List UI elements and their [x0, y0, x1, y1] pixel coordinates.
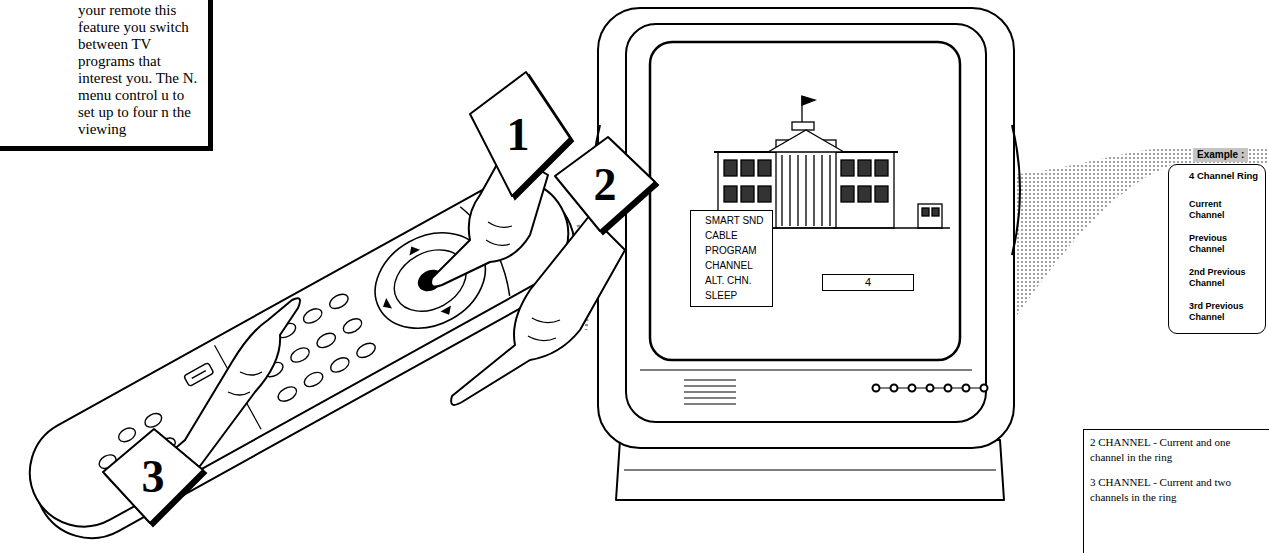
white-house-part — [741, 160, 754, 176]
white-house-part — [918, 204, 942, 228]
remote-control-part — [301, 306, 324, 326]
onscreen-menu: SMART SNDCABLEPROGRAMCHANNELALT. CHN.SLE… — [690, 210, 773, 307]
remote-control-part — [380, 298, 392, 312]
panel-heading: Example : — [1193, 148, 1248, 162]
menu-item: CABLE — [705, 228, 764, 243]
tv-set-part — [873, 385, 880, 392]
menu-item: PROGRAM — [705, 243, 764, 258]
white-house-part — [782, 155, 830, 226]
tv-set-part — [626, 24, 986, 422]
instruction-text: your remote this feature you switch betw… — [78, 2, 202, 138]
white-house-part — [858, 186, 871, 202]
white-house-part — [724, 160, 737, 176]
example-panel: Example :4 Channel RingCurrent ChannelPr… — [1168, 164, 1266, 334]
white-house-part — [922, 208, 929, 216]
tv-set-part — [945, 385, 952, 392]
white-house-part — [875, 186, 888, 202]
white-house-part — [932, 208, 939, 216]
white-house — [700, 96, 950, 228]
tv-set-part — [1012, 125, 1020, 255]
callout-number: 1 — [507, 108, 530, 161]
white-house-part — [841, 160, 854, 176]
remote-control-part — [406, 244, 420, 256]
note-text: 3 CHANNEL - Current and two channels in … — [1090, 475, 1252, 505]
remote-control-part — [276, 384, 299, 404]
menu-item: ALT. CHN. — [705, 273, 764, 288]
remote-control-part — [302, 369, 325, 389]
callout-number: 3 — [142, 450, 165, 503]
remote-control-part — [315, 330, 338, 350]
remote-control-part — [142, 411, 164, 430]
tv-set-part — [598, 8, 1014, 448]
pointing-hands-part — [486, 222, 512, 245]
ring-step-text: 2nd Previous Channel — [1189, 267, 1253, 289]
tv-set-part — [909, 385, 916, 392]
white-house-part — [841, 186, 854, 202]
white-house-part — [741, 186, 754, 202]
ring-step-text: Previous Channel — [1189, 233, 1253, 255]
callout-number: 2 — [594, 158, 617, 211]
callout-card: 3 — [100, 426, 206, 526]
tv-set — [592, 8, 1020, 500]
white-house-part — [758, 186, 771, 202]
tv-set-part — [684, 380, 736, 404]
tv-set-part — [981, 385, 988, 392]
tv-set-part — [891, 385, 898, 392]
remote-control-part — [192, 371, 206, 379]
card-face — [103, 429, 203, 523]
menu-item: CHANNEL — [705, 258, 764, 273]
remote-control-part — [116, 425, 138, 444]
menu-item: SMART SND — [705, 213, 764, 228]
white-house-part — [792, 122, 814, 130]
pointing-hands-part — [451, 215, 625, 405]
ring-step-text: 3rd Previous Channel — [1189, 301, 1253, 323]
remote-control-part — [440, 306, 454, 318]
note-box: 2 CHANNEL - Current and one channel in t… — [1083, 429, 1269, 553]
callout-card: 2 — [552, 134, 658, 234]
ring-step-text: Current Channel — [1189, 199, 1253, 221]
remote-control-part — [184, 362, 214, 386]
ring-title: 4 Channel Ring — [1169, 170, 1265, 181]
ring-step: 2nd Previous Channel — [1189, 267, 1253, 289]
white-house-part — [875, 160, 888, 176]
remote-control-part — [288, 345, 311, 365]
white-house-part — [776, 140, 836, 228]
tv-set-part — [963, 385, 970, 392]
menu-item: SLEEP — [705, 288, 764, 303]
white-house-part — [758, 160, 771, 176]
pointing-hands-part — [228, 372, 262, 395]
remote-control-part — [327, 291, 350, 311]
ring-step: Current Channel — [1189, 199, 1253, 221]
tv-set-part — [640, 369, 972, 370]
white-house-part — [834, 152, 894, 228]
remote-control-part — [341, 316, 364, 336]
tv-set-part — [624, 469, 996, 470]
white-house-part — [802, 96, 815, 105]
text-panel: your remote this feature you switch betw… — [0, 0, 210, 148]
card-face — [555, 137, 655, 231]
pointing-hands-part — [528, 318, 560, 341]
tv-set-part — [650, 42, 960, 360]
white-house-part — [724, 186, 737, 202]
white-house-part — [768, 130, 844, 152]
remote-control-part — [328, 355, 351, 375]
ring-step: 3rd Previous Channel — [1189, 301, 1253, 323]
pointing-hands — [150, 150, 625, 470]
channel-entry-box: 4 — [822, 274, 914, 291]
channel-number: 4 — [823, 275, 913, 290]
note-text: 2 CHANNEL - Current and one channel in t… — [1090, 435, 1252, 465]
ring-step: Previous Channel — [1189, 233, 1253, 255]
remote-control-part — [354, 340, 377, 360]
white-house-part — [858, 160, 871, 176]
tv-set-part — [927, 385, 934, 392]
